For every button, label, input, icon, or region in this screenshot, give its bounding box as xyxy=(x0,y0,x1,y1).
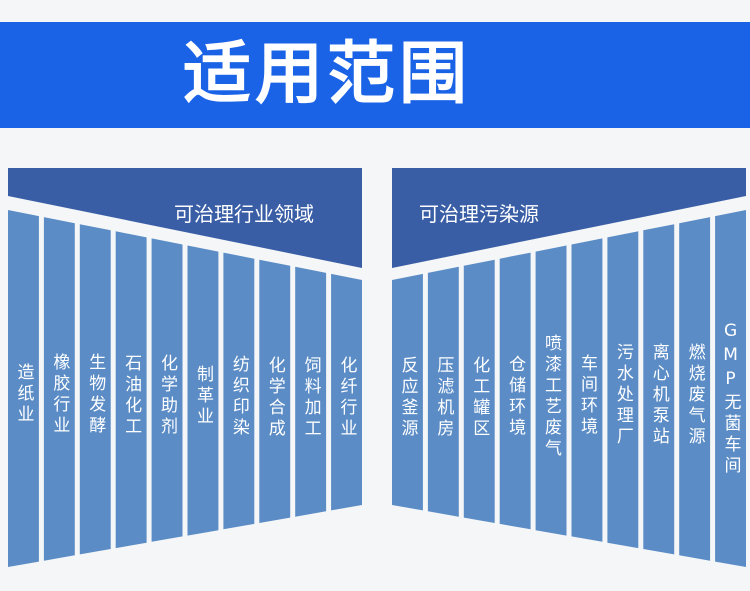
right-column-label: 污水处理厂 xyxy=(612,343,633,449)
right-column-3 xyxy=(463,259,495,523)
right-column-8 xyxy=(643,224,675,555)
right-column-label: 压滤机房 xyxy=(433,355,454,440)
left-column-label: 化纤行业 xyxy=(336,356,357,441)
left-header-band xyxy=(8,168,362,268)
right-column-label: GMP无菌车间 xyxy=(720,321,741,478)
right-column-4 xyxy=(499,252,531,530)
left-column-label: 纺织印染 xyxy=(228,355,249,440)
left-column-label: 制革业 xyxy=(192,365,213,429)
right-column-label: 离心机泵站 xyxy=(648,342,669,448)
left-column-label: 化学合成 xyxy=(264,355,285,440)
left-column-label: 生物发酵 xyxy=(85,353,106,438)
left-panel-header: 可治理行业领域 xyxy=(174,202,314,226)
right-column-1 xyxy=(392,273,423,511)
right-column-label: 燃烧废气源 xyxy=(684,342,705,448)
left-column-label: 橡胶行业 xyxy=(49,353,70,438)
left-column-2 xyxy=(43,217,75,561)
left-column-3 xyxy=(79,224,111,555)
right-columns xyxy=(392,210,746,567)
banner-title: 适用范围 xyxy=(183,35,472,114)
right-header-band xyxy=(392,168,746,268)
left-column-8 xyxy=(259,259,291,523)
right-column-label: 车间环境 xyxy=(576,354,597,439)
right-panel-header: 可治理污染源 xyxy=(419,202,539,226)
right-column-label: 反应釜源 xyxy=(397,356,418,441)
left-column-label: 造纸业 xyxy=(13,363,34,427)
left-column-label: 化学助剂 xyxy=(157,354,178,439)
left-column-7 xyxy=(223,252,255,530)
left-column-label: 饲料加工 xyxy=(300,355,321,440)
right-column-5 xyxy=(535,245,567,536)
right-column-9 xyxy=(679,217,711,561)
right-column-label: 化工罐区 xyxy=(469,355,490,440)
right-column-10 xyxy=(715,210,746,567)
left-columns xyxy=(8,210,362,567)
title-banner: 适用范围 xyxy=(0,22,750,128)
right-column-6 xyxy=(571,238,603,542)
left-column-1 xyxy=(8,210,39,567)
left-column-6 xyxy=(187,245,219,536)
left-column-10 xyxy=(331,273,362,511)
left-column-5 xyxy=(151,238,183,542)
right-column-7 xyxy=(607,231,639,549)
left-column-label: 石油化工 xyxy=(121,353,142,438)
right-column-label: 喷漆工艺废气 xyxy=(541,333,562,460)
left-column-4 xyxy=(115,231,147,549)
right-column-label: 仓储环境 xyxy=(505,355,526,440)
right-column-2 xyxy=(427,266,459,517)
left-column-9 xyxy=(295,266,327,517)
